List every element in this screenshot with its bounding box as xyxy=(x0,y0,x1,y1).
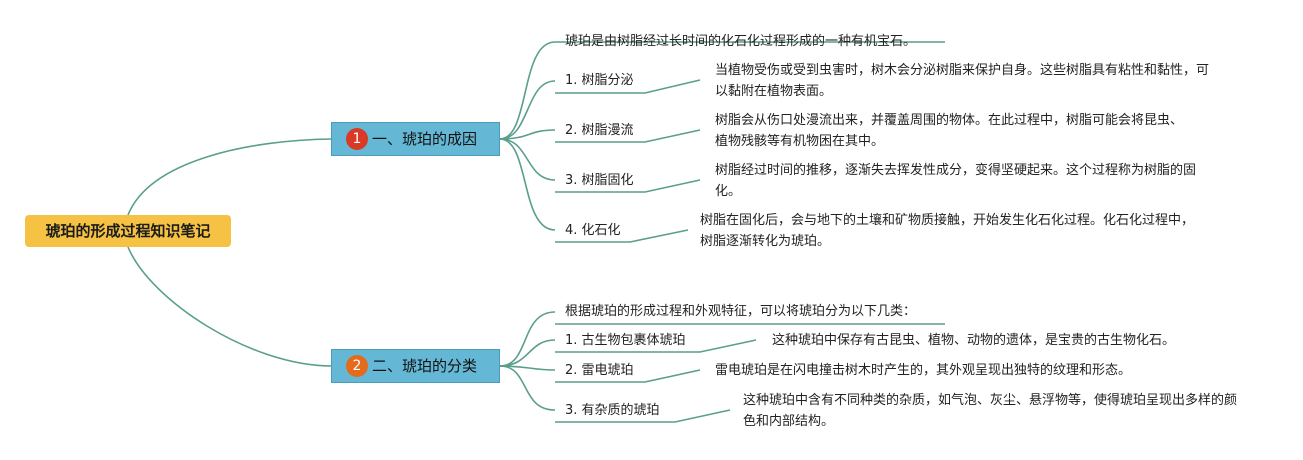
desc-impurity-amber[interactable]: 这种琥珀中含有不同种类的杂质，如气泡、灰尘、悬浮物等，使得琥珀呈现出多样的颜色和… xyxy=(743,393,1238,429)
topic-resin-solidify[interactable]: 3. 树脂固化 xyxy=(565,173,634,188)
branch-label: 一、琥珀的成因 xyxy=(372,130,478,148)
topic-impurity-amber[interactable]: 3. 有杂质的琥珀 xyxy=(565,403,660,418)
desc-resin-flow[interactable]: 树脂会从伤口处漫流出来，并覆盖周围的物体。在此过程中，树脂可能会将昆虫、植物残骸… xyxy=(715,113,1184,149)
branch-classification[interactable]: 2 二、琥珀的分类 xyxy=(331,349,500,383)
topic-lightning-amber[interactable]: 2. 雷电琥珀 xyxy=(565,363,634,378)
desc-fossil-inclusion-amber[interactable]: 这种琥珀中保存有古昆虫、植物、动物的遗体，是宝贵的古生物化石。 xyxy=(772,333,1176,348)
desc-lightning-amber[interactable]: 雷电琥珀是在闪电撞击树木时产生的，其外观呈现出独特的纹理和形态。 xyxy=(715,363,1132,378)
root-topic[interactable]: 琥珀的形成过程知识笔记 xyxy=(25,215,231,247)
topic-resin-secretion[interactable]: 1. 树脂分泌 xyxy=(565,73,634,88)
branch-label: 二、琥珀的分类 xyxy=(372,357,478,375)
branch-formation[interactable]: 1 一、琥珀的成因 xyxy=(331,122,500,156)
topic-fossil-inclusion-amber[interactable]: 1. 古生物包裹体琥珀 xyxy=(565,333,686,348)
classification-intro[interactable]: 根据琥珀的形成过程和外观特征，可以将琥珀分为以下几类： xyxy=(565,304,917,319)
desc-resin-secretion[interactable]: 当植物受伤或受到虫害时，树木会分泌树脂来保护自身。这些树脂具有粘性和黏性，可以黏… xyxy=(715,63,1210,99)
topic-resin-flow[interactable]: 2. 树脂漫流 xyxy=(565,123,634,138)
topic-fossilization[interactable]: 4. 化石化 xyxy=(565,223,621,238)
desc-fossilization[interactable]: 树脂在固化后，会与地下的土壤和矿物质接触，开始发生化石化过程。化石化过程中，树脂… xyxy=(700,213,1195,249)
number-2-icon: 2 xyxy=(346,355,368,377)
formation-intro[interactable]: 琥珀是由树脂经过长时间的化石化过程形成的一种有机宝石。 xyxy=(565,34,917,49)
number-1-icon: 1 xyxy=(346,128,368,150)
desc-resin-solidify[interactable]: 树脂经过时间的推移，逐渐失去挥发性成分，变得坚硬起来。这个过程称为树脂的固化。 xyxy=(715,163,1197,199)
